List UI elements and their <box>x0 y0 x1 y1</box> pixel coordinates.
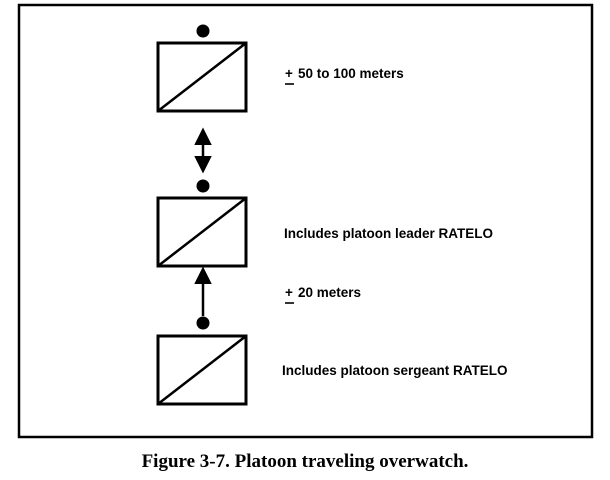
label-top-spacing: + 50 to 100 meters <box>285 66 404 85</box>
unit-bottom-diagonal <box>157 335 247 405</box>
unit-middle <box>156 179 248 268</box>
figure-frame <box>17 3 594 439</box>
label-lower-spacing: + 20 meters <box>285 285 361 304</box>
unit-top-box <box>156 41 248 113</box>
unit-middle-box <box>156 196 248 268</box>
unit-bottom-box <box>156 334 248 406</box>
unit-middle-diagonal <box>157 197 247 267</box>
label-top-spacing-text: 50 to 100 meters <box>298 66 404 81</box>
label-bottom-unit-note: Includes platoon sergeant RATELO <box>282 363 508 378</box>
label-top-spacing-symbol: + <box>285 66 293 81</box>
unit-bottom-marker-dot <box>196 316 210 330</box>
label-lower-spacing-text: 20 meters <box>298 285 361 300</box>
figure-caption: Figure 3-7. Platoon traveling overwatch. <box>142 451 469 472</box>
unit-top <box>156 24 248 113</box>
unit-bottom <box>156 316 248 406</box>
unit-top-diagonal <box>157 42 247 112</box>
unit-top-marker-dot <box>196 24 210 38</box>
unit-middle-marker-dot <box>196 179 210 193</box>
label-lower-spacing-symbol: + <box>285 285 293 300</box>
label-middle-unit-note: Includes platoon leader RATELO <box>284 226 493 241</box>
